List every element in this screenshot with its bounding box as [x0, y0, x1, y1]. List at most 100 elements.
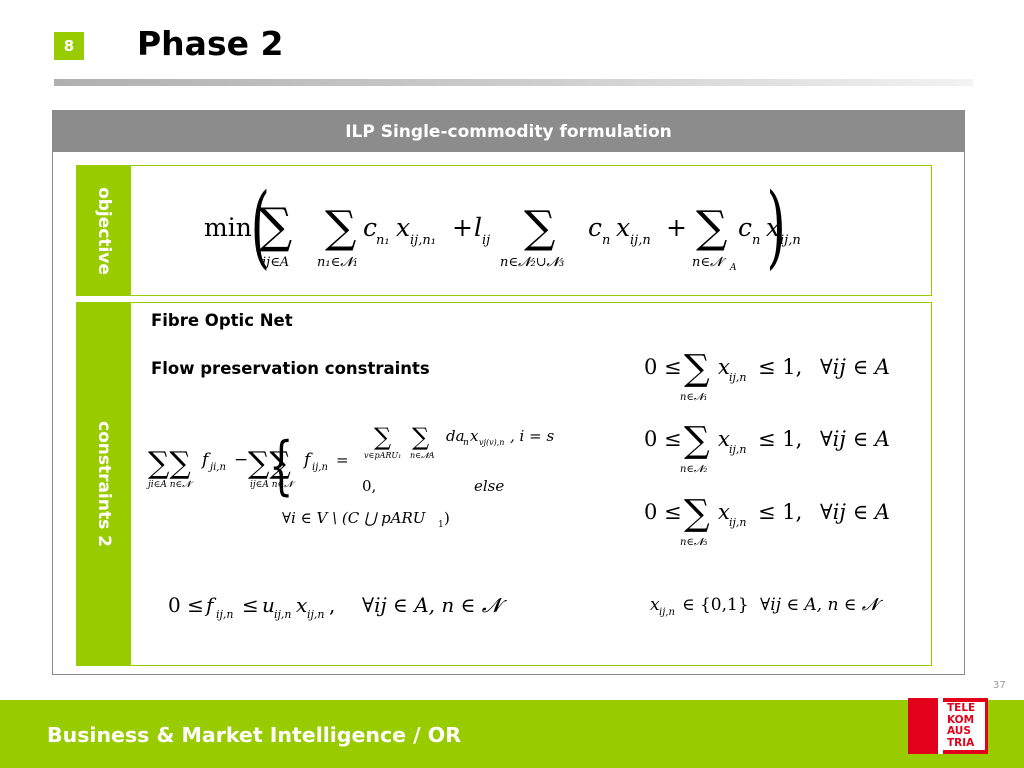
svg-text:c: c	[363, 213, 377, 242]
svg-text:min: min	[204, 213, 252, 242]
objective-label: objective	[94, 186, 114, 275]
logo-text-panel: TELE KOM AUS TRIA	[943, 702, 985, 750]
svg-text:,: ,	[329, 593, 335, 617]
flow-conservation-formula: ∑∑ ji∈A n∈𝓝 f ji,n − ∑∑ ij∈A n∈𝓝 f ij,n …	[146, 423, 554, 530]
svg-text:0 ≤: 0 ≤	[644, 427, 682, 451]
svg-text:A: A	[729, 263, 737, 273]
svg-text:≤: ≤	[242, 593, 259, 617]
svg-text:∑: ∑	[325, 202, 356, 253]
logo-line: TRIA	[947, 736, 975, 749]
svg-text:{: {	[269, 429, 293, 503]
svg-text:n∈𝓝: n∈𝓝	[692, 255, 727, 270]
svg-text:ji,n: ji,n	[208, 462, 226, 473]
svg-text:ij,n: ij,n	[216, 608, 234, 621]
svg-text:else: else	[474, 477, 504, 495]
svg-text:ij,n₁: ij,n₁	[410, 233, 436, 248]
svg-text:x: x	[718, 500, 730, 524]
svg-text:v∈pARU₁: v∈pARU₁	[364, 451, 401, 460]
svg-text:ij∈A n∈𝓝: ij∈A n∈𝓝	[250, 480, 296, 490]
svg-text:): )	[444, 509, 450, 527]
svg-text:n∈𝓝₂∪𝓝₃: n∈𝓝₂∪𝓝₃	[500, 255, 564, 270]
constraints-label: constraints 2	[94, 421, 114, 547]
svg-text:∑: ∑	[684, 420, 710, 461]
svg-text:n: n	[602, 233, 610, 248]
svg-text:ij,n: ij,n	[274, 608, 292, 621]
svg-text:∑: ∑	[524, 202, 555, 253]
title-divider	[54, 79, 973, 86]
svg-text:ij∈A: ij∈A	[262, 255, 289, 270]
svg-text:n∈𝓝₃: n∈𝓝₃	[680, 537, 707, 548]
svg-text:ij,n: ij,n	[630, 233, 651, 248]
svg-text:(: (	[251, 175, 270, 279]
svg-text:x: x	[650, 595, 660, 615]
slide-title: Phase 2	[137, 24, 284, 63]
logo-line: KOM	[947, 713, 975, 726]
svg-text:0,: 0,	[362, 477, 376, 495]
svg-text:x: x	[718, 355, 730, 379]
svg-text:ij: ij	[482, 233, 490, 248]
flow-preservation-heading: Flow preservation constraints	[151, 359, 430, 378]
footer-bar: Business & Market Intelligence / OR	[0, 700, 1024, 768]
svg-text:vj(v),n: vj(v),n	[479, 438, 504, 447]
footer-text: Business & Market Intelligence / OR	[47, 723, 461, 747]
svg-text:x: x	[470, 427, 479, 445]
logo-line: TELE	[947, 702, 976, 715]
slide-number-badge: 8	[54, 32, 84, 60]
svg-text:∀ij ∈ A, n ∈ 𝓝: ∀ij ∈ A, n ∈ 𝓝	[760, 595, 884, 615]
svg-text:∑: ∑	[374, 423, 391, 451]
svg-text:da: da	[446, 427, 465, 445]
logo-stripe	[938, 698, 943, 754]
svg-text:c: c	[738, 213, 752, 242]
svg-text:1: 1	[438, 520, 444, 530]
svg-text:∀ij ∈ A: ∀ij ∈ A	[820, 500, 890, 524]
svg-text:x: x	[718, 427, 730, 451]
svg-text:l: l	[474, 213, 482, 242]
svg-text:n: n	[752, 233, 760, 248]
page-number: 37	[993, 680, 1006, 691]
svg-text:+: +	[452, 213, 473, 242]
svg-text:∑: ∑	[412, 423, 429, 451]
svg-text:ij,n: ij,n	[729, 443, 747, 456]
svg-text:ij,n: ij,n	[312, 462, 328, 473]
svg-text:∑: ∑	[684, 493, 710, 534]
objective-sidebar: objective	[77, 166, 131, 295]
svg-text:f: f	[200, 450, 211, 470]
formulation-header: ILP Single-commodity formulation	[53, 111, 964, 152]
objective-formula: min ∑ ij∈A ( ∑ n₁∈𝓝₁ c n₁ x ij,n₁ + l ij…	[204, 175, 801, 279]
svg-text:f: f	[302, 450, 313, 470]
svg-text:): )	[767, 175, 786, 279]
svg-text:ji∈A n∈𝓝: ji∈A n∈𝓝	[146, 480, 194, 490]
svg-text:∀i ∈ V \ (C ⋃ pARU: ∀i ∈ V \ (C ⋃ pARU	[282, 509, 427, 527]
svg-text:0 ≤: 0 ≤	[644, 355, 682, 379]
svg-text:+: +	[666, 213, 687, 242]
assignment-constraints-formula: 0 ≤ ∑ n∈𝓝₁ x ij,n ≤ 1, ∀ij ∈ A 0 ≤ ∑ n∈𝓝…	[644, 348, 890, 548]
svg-text:∑: ∑	[258, 198, 292, 254]
svg-text:∑: ∑	[684, 348, 710, 389]
svg-text:ij,n: ij,n	[729, 516, 747, 529]
svg-text:n₁: n₁	[376, 233, 390, 248]
svg-text:u: u	[262, 593, 275, 617]
svg-text:n₁∈𝓝₁: n₁∈𝓝₁	[317, 255, 358, 270]
svg-text:, i = s: , i = s	[510, 427, 554, 445]
svg-text:x: x	[396, 213, 410, 242]
svg-text:x: x	[766, 213, 780, 242]
binary-variable-formula: x ij,n ∈ {0,1} ∀ij ∈ A, n ∈ 𝓝	[650, 595, 884, 618]
svg-text:∀ij ∈ A: ∀ij ∈ A	[820, 427, 890, 451]
constraints-sidebar: constraints 2	[77, 303, 131, 665]
svg-text:≤ 1,: ≤ 1,	[758, 500, 802, 524]
fibre-optic-net-heading: Fibre Optic Net	[151, 311, 293, 330]
svg-text:ij,n: ij,n	[729, 371, 747, 384]
svg-text:ij,n: ij,n	[780, 233, 801, 248]
svg-text:0 ≤: 0 ≤	[168, 593, 204, 617]
svg-text:n: n	[463, 438, 469, 448]
svg-text:=: =	[336, 451, 349, 469]
svg-text:∑∑: ∑∑	[248, 446, 291, 481]
svg-text:−: −	[234, 450, 248, 470]
capacity-formula: 0 ≤ f ij,n ≤ u ij,n x ij,n , ∀ij ∈ A, n …	[168, 593, 508, 621]
logo-line: AUS	[947, 725, 971, 738]
svg-text:x: x	[616, 213, 630, 242]
svg-text:ij,n: ij,n	[307, 608, 325, 621]
svg-text:c: c	[588, 213, 602, 242]
svg-text:ij,n: ij,n	[659, 607, 675, 618]
svg-text:0 ≤: 0 ≤	[644, 500, 682, 524]
